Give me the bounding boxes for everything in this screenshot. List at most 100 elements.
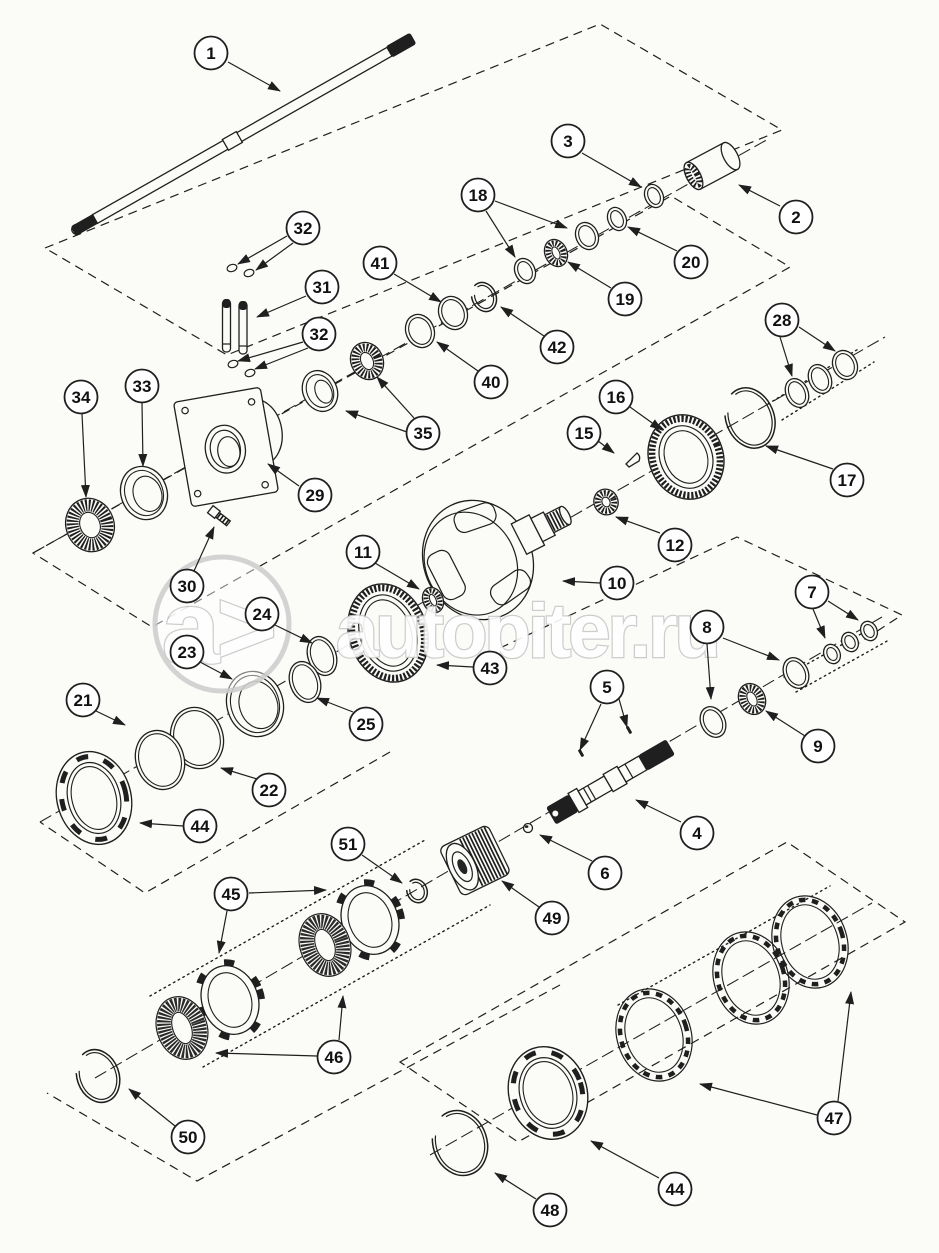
part-2-coupling <box>683 141 741 191</box>
part-34-bearing-cone <box>64 497 116 553</box>
callout-30-leader <box>193 526 215 572</box>
callout-22: 22 <box>251 772 287 808</box>
part-33-bearing-cup <box>119 465 169 521</box>
part-42-snap-ring <box>470 281 498 313</box>
part-11-bearing <box>421 586 445 614</box>
dashed-plane-line <box>46 984 561 1182</box>
svg-text:33: 33 <box>133 377 152 396</box>
part-12-bearing <box>593 488 619 516</box>
part-8-washer-inner <box>699 706 727 738</box>
callout-31-leader <box>256 295 307 318</box>
svg-text:6: 6 <box>600 864 609 883</box>
svg-text:30: 30 <box>178 577 197 596</box>
callout-43-leader <box>436 661 474 671</box>
svg-text:50: 50 <box>179 1128 198 1147</box>
callout-47: 47 <box>816 1100 852 1136</box>
ring-parts <box>55 183 879 1177</box>
part-46-friction-disc-b <box>298 913 352 977</box>
svg-text:29: 29 <box>306 486 325 505</box>
part-35-bearing-cup <box>301 369 339 413</box>
svg-text:18: 18 <box>469 186 488 205</box>
callout-32-top: 32 <box>285 210 321 246</box>
part-16-gear <box>647 414 725 500</box>
callout-10-leader <box>562 577 601 587</box>
part-46-friction-disc-a <box>155 996 209 1060</box>
callouts: 1231820194241403532313233342930281615171… <box>63 35 865 1228</box>
part-29-bearing-flange <box>173 387 283 507</box>
callout-12-leader <box>615 516 661 534</box>
callout-22-leader <box>220 767 258 780</box>
svg-text:28: 28 <box>773 311 792 330</box>
part-7-ring-1 <box>822 643 842 665</box>
callout-51-leader <box>361 854 403 884</box>
callout-49-leader <box>501 880 540 908</box>
part-18-washer-outer <box>574 221 600 251</box>
part-44-spring-retainer-b <box>507 1046 589 1140</box>
callout-51: 51 <box>330 826 366 862</box>
callout-20-leader <box>627 226 678 252</box>
svg-text:24: 24 <box>253 605 272 624</box>
callout-43: 43 <box>472 650 508 686</box>
svg-text:3: 3 <box>563 132 572 151</box>
callout-35: 35 <box>405 415 441 451</box>
callout-33: 33 <box>124 368 160 404</box>
callout-6-leader <box>539 834 593 862</box>
part-7-ring-3 <box>859 620 879 642</box>
part-9-bearing-washer <box>737 682 767 716</box>
callout-18-leader <box>485 210 516 258</box>
svg-text:12: 12 <box>666 536 685 555</box>
part-47-wave-spring-1 <box>615 988 693 1082</box>
svg-text:25: 25 <box>357 715 376 734</box>
part-7-ring-2 <box>840 631 860 653</box>
callout-35-leader <box>376 376 415 419</box>
dashed-plane-line <box>499 536 904 651</box>
part-28-ring-2 <box>807 363 833 395</box>
dotted-alignment-line <box>202 904 491 1068</box>
part-47-wave-spring-2 <box>712 931 790 1025</box>
callout-44-bottom-leader <box>590 1140 660 1179</box>
dashed-plane-line <box>39 751 391 894</box>
callout-40-leader <box>436 341 479 372</box>
callout-23-leader <box>199 661 233 680</box>
svg-text:46: 46 <box>325 1048 344 1067</box>
callout-42-leader <box>500 306 545 337</box>
callout-32-bottom-leader <box>237 341 304 362</box>
svg-text:45: 45 <box>222 885 241 904</box>
callout-7: 7 <box>794 574 830 610</box>
dotted-alignment-line <box>795 639 890 693</box>
svg-text:4: 4 <box>692 824 702 843</box>
part-17-snap-ring <box>724 387 776 449</box>
callout-16-leader <box>629 406 663 431</box>
svg-text:43: 43 <box>481 659 500 678</box>
callout-8-leader <box>705 643 715 700</box>
callout-25: 25 <box>348 706 384 742</box>
callout-30: 30 <box>169 568 205 604</box>
callout-50-leader <box>128 1088 176 1127</box>
callout-8-leader <box>722 637 780 661</box>
part-28-ring-1 <box>784 377 810 409</box>
callout-20: 20 <box>673 244 709 280</box>
callout-45: 45 <box>213 876 249 912</box>
part-30-bolt <box>206 504 232 527</box>
svg-text:2: 2 <box>791 208 800 227</box>
callout-34: 34 <box>63 379 99 415</box>
callout-48: 48 <box>532 1192 568 1228</box>
dashed-plane-line <box>43 23 784 356</box>
callout-28-leader <box>779 336 793 377</box>
callout-24-leader <box>274 624 313 644</box>
callout-31: 31 <box>304 269 340 305</box>
svg-text:31: 31 <box>313 278 332 297</box>
svg-text:8: 8 <box>702 618 711 637</box>
part-18-washer-inner <box>513 257 537 285</box>
svg-text:44: 44 <box>666 1180 685 1199</box>
svg-text:47: 47 <box>825 1109 844 1128</box>
callout-17: 17 <box>829 462 865 498</box>
callout-15-leader <box>597 440 615 454</box>
callout-23: 23 <box>169 634 205 670</box>
callout-4: 4 <box>679 815 715 851</box>
callout-21: 21 <box>65 682 101 718</box>
svg-text:22: 22 <box>260 781 279 800</box>
callout-4-leader <box>635 799 682 823</box>
svg-text:41: 41 <box>371 254 390 273</box>
